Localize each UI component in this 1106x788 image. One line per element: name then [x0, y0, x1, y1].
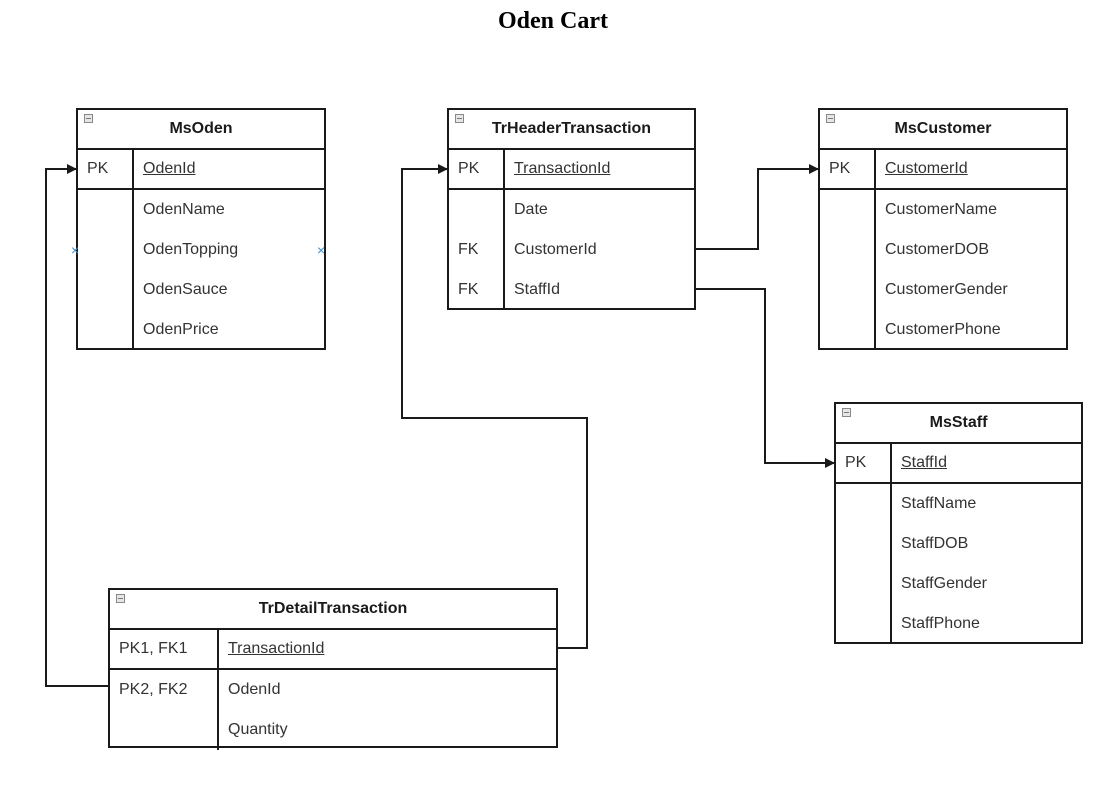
collapse-icon[interactable]	[842, 408, 851, 417]
entity-mscustomer-header[interactable]: MsCustomer	[820, 110, 1066, 150]
trheader-attr-transactionid[interactable]: TransactionId	[514, 160, 611, 177]
trdetail-key-0: PK1, FK1	[110, 630, 217, 670]
entity-trheader-header[interactable]: TrHeaderTransaction	[449, 110, 694, 150]
trheader-key-1	[449, 190, 503, 230]
entity-mscustomer[interactable]: MsCustomer PK CustomerId CustomerName Cu…	[818, 108, 1068, 350]
entity-trdetail-header[interactable]: TrDetailTransaction	[110, 590, 556, 630]
msstaff-key-0: PK	[836, 444, 890, 484]
entity-trheader-title: TrHeaderTransaction	[491, 120, 652, 137]
collapse-icon[interactable]	[116, 594, 125, 603]
msoden-attr-odenname[interactable]: OdenName	[143, 201, 225, 218]
trdetail-attr-quantity[interactable]: Quantity	[228, 721, 288, 738]
collapse-icon[interactable]	[455, 114, 464, 123]
detail-transactionid-to-header-line	[401, 164, 588, 649]
trdetail-key-1: PK2, FK2	[119, 681, 188, 698]
connection-point-right-icon[interactable]: ×	[317, 242, 326, 258]
trdetail-attr-odenid[interactable]: OdenId	[228, 681, 281, 698]
mscustomer-attr-customergender[interactable]: CustomerGender	[885, 281, 1008, 298]
msstaff-attr-staffname[interactable]: StaffName	[901, 495, 977, 512]
mscustomer-attr-customerphone[interactable]: CustomerPhone	[885, 321, 1001, 338]
entity-msstaff-title: MsStaff	[929, 414, 988, 431]
trheader-attr-staffid[interactable]: StaffId	[514, 281, 560, 298]
trheader-key-3: FK	[458, 281, 479, 298]
entity-trdetailtransaction[interactable]: TrDetailTransaction PK1, FK1 Transaction…	[108, 588, 558, 750]
detail-odenid-to-msoden-line	[45, 164, 109, 687]
entity-trheadertransaction[interactable]: TrHeaderTransaction PK TransactionId FK …	[447, 108, 696, 310]
msoden-attr-odentopping[interactable]: OdenTopping	[143, 241, 239, 258]
trdetail-key-2	[110, 710, 217, 750]
mscustomer-key-0: PK	[820, 150, 874, 190]
entity-msstaff[interactable]: MsStaff PK StaffId StaffName StaffDOB St…	[834, 402, 1083, 644]
msstaff-attr-staffgender[interactable]: StaffGender	[901, 575, 987, 592]
entity-msstaff-header[interactable]: MsStaff	[836, 404, 1081, 444]
trheader-key-0: PK	[449, 150, 503, 190]
mscustomer-attr-customerid[interactable]: CustomerId	[885, 160, 968, 177]
trheader-attr-date[interactable]: Date	[514, 201, 548, 218]
entity-msoden-header[interactable]: MsOden	[78, 110, 324, 150]
trdetail-attr-transactionid[interactable]: TransactionId	[228, 640, 325, 657]
msstaff-attr-staffdob[interactable]: StaffDOB	[901, 535, 969, 552]
header-customerid-to-mscustomer-line	[695, 164, 819, 250]
msstaff-attr-staffphone[interactable]: StaffPhone	[901, 615, 980, 632]
trheader-key-2: FK	[458, 241, 479, 258]
header-staffid-to-msstaff-line	[695, 288, 835, 468]
msoden-attr-odensauce[interactable]: OdenSauce	[143, 281, 228, 298]
connection-point-left-icon[interactable]: ×	[71, 242, 80, 258]
entity-msoden-title: MsOden	[169, 120, 233, 137]
mscustomer-attr-customername[interactable]: CustomerName	[885, 201, 998, 218]
entity-msoden[interactable]: MsOden PK OdenId OdenName OdenTopping Od…	[76, 108, 326, 350]
entity-mscustomer-title: MsCustomer	[894, 120, 992, 137]
collapse-icon[interactable]	[84, 114, 93, 123]
collapse-icon[interactable]	[826, 114, 835, 123]
msoden-attr-odenprice[interactable]: OdenPrice	[143, 321, 219, 338]
mscustomer-attr-customerdob[interactable]: CustomerDOB	[885, 241, 990, 258]
diagram-title: Oden Cart	[498, 8, 608, 34]
msstaff-attr-staffid[interactable]: StaffId	[901, 454, 947, 471]
msoden-key-0: PK	[78, 150, 132, 190]
entity-trdetail-title: TrDetailTransaction	[258, 600, 408, 617]
msoden-attr-odenid[interactable]: OdenId	[143, 160, 196, 177]
trheader-attr-customerid[interactable]: CustomerId	[514, 241, 597, 258]
